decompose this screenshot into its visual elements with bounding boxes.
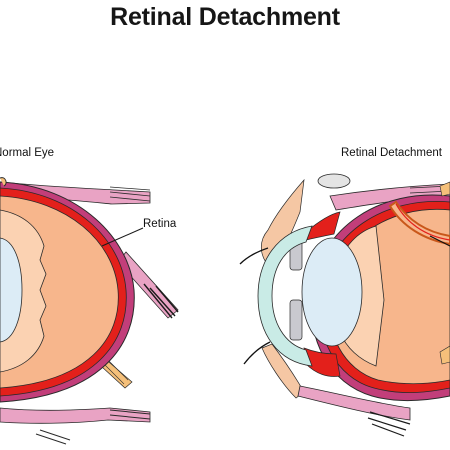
detached-lower-nerve xyxy=(439,345,450,365)
label-retina: Retina xyxy=(143,218,177,230)
normal-lens xyxy=(0,237,23,343)
retina-pointer xyxy=(101,227,144,247)
detached-bottom-muscle xyxy=(297,385,411,421)
label-normal-eye: Normal Eye xyxy=(0,147,55,159)
detached-eye xyxy=(239,173,450,437)
normal-bottom-muscle xyxy=(0,407,151,424)
normal-top-muscle-fibers xyxy=(109,186,151,202)
detached-lens xyxy=(301,237,363,347)
page-title: Retinal Detachment xyxy=(110,3,340,31)
retinal-tear-line xyxy=(429,235,450,247)
upper-eyelash xyxy=(239,247,269,265)
blood-patch-top xyxy=(305,211,341,241)
detached-top-muscle xyxy=(329,183,450,211)
detached-cornea xyxy=(257,225,313,367)
detached-top-gland xyxy=(317,173,351,189)
label-retinal-detachment: Retinal Detachment xyxy=(341,147,442,159)
retina-flap xyxy=(388,200,450,246)
blood-patch-bottom xyxy=(303,347,341,377)
detached-upper-nerve xyxy=(439,181,450,197)
normal-eye xyxy=(0,177,179,445)
lower-eyelash xyxy=(243,341,271,365)
iris-lower xyxy=(289,299,303,341)
optic-nerve-fibers xyxy=(143,283,179,319)
normal-bottom-muscle-fibers xyxy=(35,409,151,445)
